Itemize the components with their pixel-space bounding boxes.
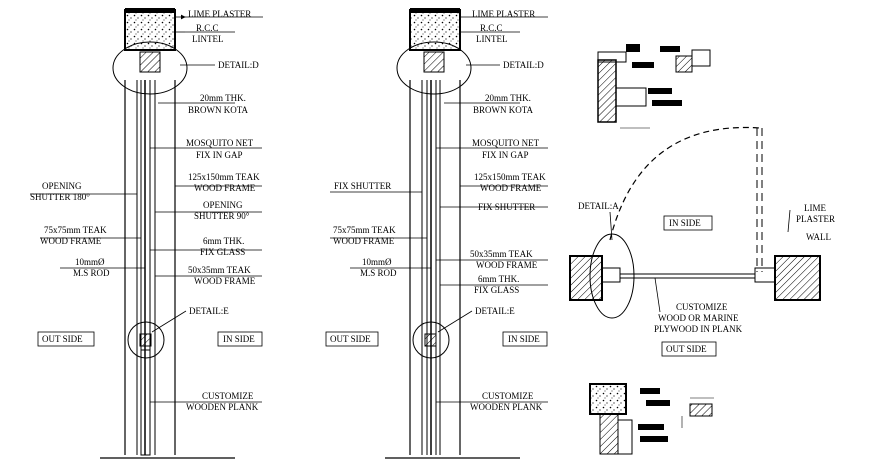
plan-in-side-box xyxy=(663,215,713,231)
leaders-right xyxy=(436,16,548,403)
detail-thumbnail-top xyxy=(597,44,711,129)
label-glass-thk: 6mm THK. xyxy=(478,274,519,284)
kota-block xyxy=(423,51,445,73)
door-swing-arc xyxy=(609,126,761,241)
label-detail-e: DETAIL:E xyxy=(475,306,515,316)
label-in-side: IN SIDE xyxy=(223,334,255,344)
label-rod-dia: 10mmØ xyxy=(75,257,105,267)
label-out-side: OUT SIDE xyxy=(42,334,83,344)
label-plywood-in-plank: PLYWOOD IN PLANK xyxy=(654,324,743,334)
label-brown-kota: BROWN KOTA xyxy=(473,105,534,115)
label-wooden-plank: WOODEN PLANK xyxy=(470,402,543,412)
label-plan-in-side: IN SIDE xyxy=(669,218,701,228)
label-wood-frame-75: WOOD FRAME xyxy=(333,236,395,246)
detail-a-circle xyxy=(589,233,635,319)
lintel-block xyxy=(124,9,176,51)
label-brown-kota: BROWN KOTA xyxy=(188,105,249,115)
label-wood-frame-50: WOOD FRAME xyxy=(194,276,256,286)
label-lintel: LINTEL xyxy=(192,34,224,44)
wall-right xyxy=(774,255,821,301)
lintel-cap xyxy=(125,8,175,13)
label-detail-d: DETAIL:D xyxy=(503,60,544,70)
label-plan-out-side: OUT SIDE xyxy=(666,344,707,354)
label-wood-frame-75: WOOD FRAME xyxy=(40,236,102,246)
label-frame-50: 50x35mm TEAK xyxy=(188,265,251,275)
label-wood-frame-125: WOOD FRAME xyxy=(480,183,542,193)
label-kota-thk: 20mm THK. xyxy=(200,93,246,103)
label-detail-e: DETAIL:E xyxy=(189,306,229,316)
leaders-right xyxy=(150,14,263,403)
label-wood-or-marine: WOOD OR MARINE xyxy=(658,313,739,323)
label-wall: WALL xyxy=(806,232,831,242)
label-frame-75: 75x75mm TEAK xyxy=(44,225,107,235)
label-rcc: R.C.C xyxy=(196,23,219,33)
label-wood-frame-125: WOOD FRAME xyxy=(194,183,256,193)
label-lime-plaster: LIME PLASTER xyxy=(472,9,535,19)
plan-leaders xyxy=(609,209,791,313)
label-opening-90: OPENING xyxy=(203,200,243,210)
section-left: LIME PLASTER R.C.C LINTEL DETAIL:D 20mm … xyxy=(30,8,263,459)
label-fix-shutter: FIX SHUTTER xyxy=(478,202,535,212)
label-fix-glass: FIX GLASS xyxy=(200,247,245,257)
out-side-box xyxy=(37,331,95,347)
detail-thumbnail-bottom xyxy=(589,383,714,455)
section-middle: LIME PLASTER R.C.C LINTEL DETAIL:D 20mm … xyxy=(325,8,548,459)
label-in-side: IN SIDE xyxy=(508,334,540,344)
detail-d-circle xyxy=(396,41,472,95)
label-frame-125: 125x150mm TEAK xyxy=(188,172,260,182)
plank-section xyxy=(140,349,151,456)
label-glass-thk: 6mm THK. xyxy=(203,236,244,246)
label-lime-plaster: LIME PLASTER xyxy=(188,9,251,19)
label-ms-rod: M.S ROD xyxy=(360,268,397,278)
label-fix-in-gap: FIX IN GAP xyxy=(482,150,529,160)
kota-block xyxy=(139,51,161,73)
leaders-left xyxy=(330,191,431,269)
plan-out-side-box xyxy=(661,341,717,357)
label-detail-d: DETAIL:D xyxy=(218,60,259,70)
label-mosquito-net: MOSQUITO NET xyxy=(472,138,540,148)
leaders-left xyxy=(30,193,145,269)
label-rcc: R.C.C xyxy=(480,23,503,33)
out-side-box xyxy=(325,331,379,347)
label-shutter-90: SHUTTER 90° xyxy=(194,211,250,221)
label-customize-plan: CUSTOMIZE xyxy=(676,302,728,312)
frame-left xyxy=(601,267,621,283)
label-rod-dia: 10mmØ xyxy=(362,257,392,267)
label-wooden-plank: WOODEN PLANK xyxy=(186,402,259,412)
detail-e-circle xyxy=(412,321,450,359)
label-wood-frame-50: WOOD FRAME xyxy=(476,260,538,270)
in-side-box xyxy=(217,331,263,347)
label-ms-rod: M.S ROD xyxy=(73,268,110,278)
label-customize: CUSTOMIZE xyxy=(482,391,534,401)
label-out-side: OUT SIDE xyxy=(330,334,371,344)
label-frame-50: 50x35mm TEAK xyxy=(470,249,533,259)
frame-right xyxy=(754,267,776,283)
detail-d-circle xyxy=(112,41,188,95)
label-opening-180: OPENING xyxy=(42,181,82,191)
wall-left xyxy=(569,255,603,301)
in-side-box xyxy=(502,331,548,347)
label-fix-glass: FIX GLASS xyxy=(474,285,519,295)
label-frame-75: 75x75mm TEAK xyxy=(333,225,396,235)
label-mosquito-net: MOSQUITO NET xyxy=(186,138,254,148)
label-lintel: LINTEL xyxy=(476,34,508,44)
label-plaster: PLASTER xyxy=(796,214,835,224)
label-fix-shutter-left: FIX SHUTTER xyxy=(334,181,391,191)
lintel-block xyxy=(409,9,461,51)
label-detail-a: DETAIL:A xyxy=(578,201,619,211)
label-shutter-180: SHUTTER 180° xyxy=(30,192,90,202)
label-kota-thk: 20mm THK. xyxy=(485,93,531,103)
label-lime: LIME xyxy=(804,203,826,213)
label-customize: CUSTOMIZE xyxy=(202,391,254,401)
plan-view: DETAIL:A IN SIDE LIME PLASTER WALL CUSTO… xyxy=(569,44,835,455)
detail-e-circle xyxy=(127,321,165,359)
label-frame-125: 125x150mm TEAK xyxy=(474,172,546,182)
lintel-cap xyxy=(410,8,460,13)
detail-e-block xyxy=(424,333,437,347)
detail-e-block xyxy=(139,333,152,347)
label-fix-in-gap: FIX IN GAP xyxy=(196,150,243,160)
